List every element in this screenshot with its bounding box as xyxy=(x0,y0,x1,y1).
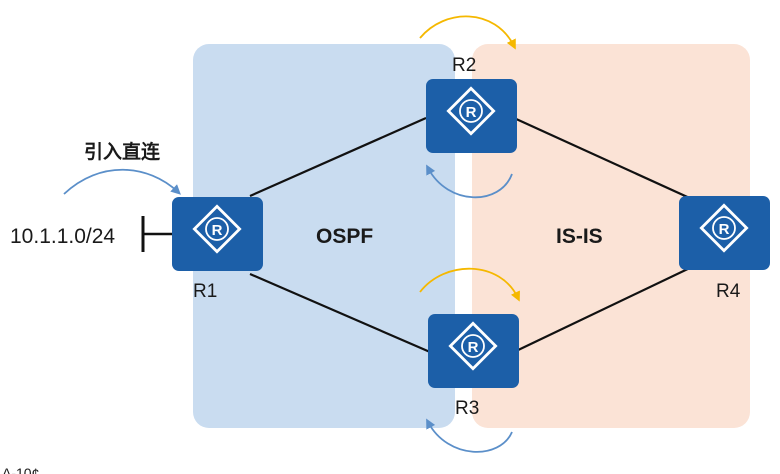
router-r2[interactable]: R xyxy=(426,79,517,153)
ospf-area xyxy=(193,44,455,428)
link-r1-r2 xyxy=(249,116,427,198)
link-r2-r4 xyxy=(513,116,695,202)
router-r3[interactable]: R xyxy=(428,314,519,388)
router-r1-icon-letter: R xyxy=(212,222,223,239)
router-r3-icon-letter: R xyxy=(468,339,479,356)
router-r4-diamond xyxy=(699,203,749,253)
blue-arrow-r2 xyxy=(426,164,513,199)
footer-fragment: A-10¢ xyxy=(2,465,39,474)
link-r1-r3 xyxy=(249,272,431,354)
router-r4-icon-letter: R xyxy=(719,221,730,238)
router-r4-circle xyxy=(712,216,736,240)
network-prefix: 10.1.1.0/24 xyxy=(10,225,115,248)
ospf-label: OSPF xyxy=(316,225,373,248)
router-r3-diamond xyxy=(448,321,498,371)
router-r1-label: R1 xyxy=(193,281,217,302)
router-r2-diamond xyxy=(446,86,496,136)
blue-arrow-r3 xyxy=(426,418,513,453)
yellow-arrow-mid xyxy=(419,267,520,302)
router-r3-label: R3 xyxy=(455,398,479,419)
router-r2-icon-letter: R xyxy=(466,104,477,121)
router-r1[interactable]: R xyxy=(172,197,263,271)
router-r3-circle xyxy=(461,334,485,358)
import-label: 引入直连 xyxy=(84,140,161,163)
isis-area xyxy=(472,44,750,428)
router-r4[interactable]: R xyxy=(679,196,770,270)
isis-label: IS-IS xyxy=(556,225,603,248)
links xyxy=(249,116,695,354)
link-r3-r4 xyxy=(513,265,695,353)
yellow-arrow-top xyxy=(419,15,516,50)
import-arrow xyxy=(63,168,181,195)
router-r2-label: R2 xyxy=(452,55,476,76)
router-r2-circle xyxy=(459,99,483,123)
router-r1-diamond xyxy=(192,204,242,254)
router-r4-label: R4 xyxy=(716,281,741,302)
router-r1-circle xyxy=(205,217,229,241)
